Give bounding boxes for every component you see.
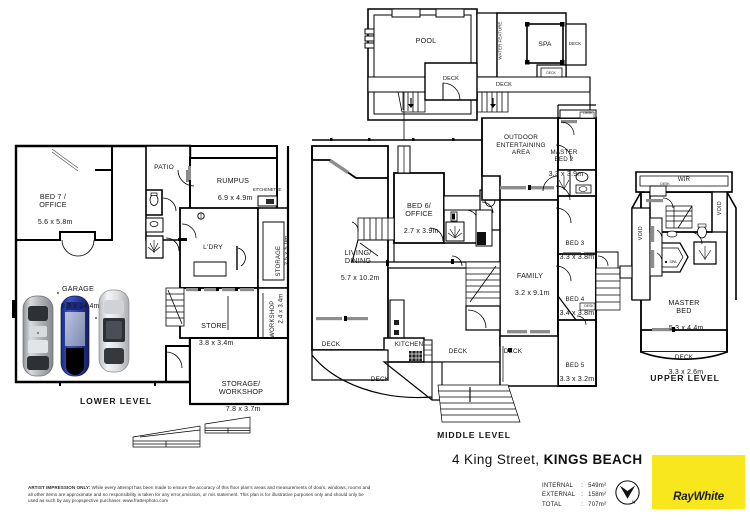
room-label-wir: WIR	[677, 177, 691, 183]
room-label-workshop-dim: 2.4 x 3.4m	[278, 293, 285, 324]
room-label-water-feature: WATER FEATURE	[497, 21, 503, 60]
room-label-family: FAMILY 3.2 x 9.1m	[514, 270, 550, 297]
area-label-total: TOTAL	[542, 501, 562, 508]
room-label-deck-southeast: DECK	[448, 348, 468, 355]
label-desk-bed4: DESK	[584, 304, 594, 308]
disclaimer-heading: ARTIST IMPRESSION ONLY:	[28, 485, 91, 490]
car-silver	[22, 295, 54, 377]
pool-area	[364, 8, 591, 140]
area-value-external: 158m²	[588, 492, 607, 499]
room-label-master-bed2: MASTER BED 2 3.3 x 3.9m	[548, 148, 584, 178]
room-label-bed6-office: BED 6/ OFFICE 2.7 x 3.9m	[403, 200, 439, 236]
disclaimer-text: ARTIST IMPRESSION ONLY: While every atte…	[28, 485, 373, 505]
lower-level-plan	[12, 144, 290, 448]
room-label-outdoor-entertaining: OUTDOOR ENTERTAINING AREA	[496, 134, 546, 157]
room-label-deck-spa-right: DECK	[568, 41, 582, 46]
room-label-deck-upper: DECK 3.3 x 2.6m	[668, 354, 704, 377]
room-label-storage-workshop: STORAGE/ WORKSHOP 7.8 x 3.7m	[218, 378, 264, 414]
car-white	[98, 289, 130, 373]
room-label-bed7-office: BED 7 / OFFICE 5.6 x 5.8m	[37, 191, 73, 227]
area-sep-total: :	[581, 501, 584, 508]
room-label-deck-west: DECK	[321, 341, 341, 348]
room-label-patio: PATIO	[154, 164, 174, 171]
room-label-kitchenette: KITCHENETTE	[252, 187, 282, 192]
raywhite-logo: RayWhite	[652, 455, 745, 509]
room-label-spa: SPA	[538, 41, 552, 48]
room-label-master-bed: MASTER BED 5.3 x 4.4m	[668, 297, 704, 333]
raywhite-logo-text: RayWhite	[673, 491, 724, 503]
room-label-deck-spa-small: DECK	[546, 71, 556, 75]
disclaimer-body: While every attempt has been made to ens…	[28, 485, 371, 504]
address-street: 4 King Street,	[452, 452, 544, 467]
area-sep-internal: :	[581, 483, 584, 489]
room-label-spa-upper: SPA	[669, 260, 677, 264]
area-row-external: EXTERNAL : 158m²	[542, 491, 606, 500]
compass-north-icon: N	[615, 480, 640, 505]
room-label-deck-family: DECK	[503, 348, 523, 355]
middle-level-plan	[311, 104, 621, 423]
area-summary: INTERNAL : 549m² EXTERNAL : 158m² TOTAL …	[542, 482, 606, 510]
room-label-bed4: BED 4 3.4 x 3.8m	[559, 295, 595, 318]
level-label-middle: MIDDLE LEVEL	[437, 430, 511, 440]
room-label-store: STORE 3.8 x 3.4m	[198, 320, 234, 347]
room-label-kitchen: KITCHEN	[394, 341, 424, 348]
area-value-total: 707m²	[588, 501, 607, 508]
room-label-bed5: BED 5 3.3 x 3.2m	[559, 361, 595, 384]
upper-level-plan	[619, 171, 737, 360]
room-label-deck-east: DECK	[496, 82, 512, 88]
area-row-internal: INTERNAL : 549m²	[542, 482, 606, 491]
address-suburb: KINGS BEACH	[543, 452, 643, 467]
svg-text:N: N	[632, 499, 635, 504]
room-label-deck-south: DECK	[370, 376, 390, 383]
car-blue	[60, 295, 90, 377]
room-label-garage: GARAGE 9.3 x 14.4m	[60, 283, 100, 310]
area-sep-external: :	[581, 492, 584, 499]
area-label-external: EXTERNAL	[542, 492, 576, 499]
level-label-lower: LOWER LEVEL	[80, 396, 152, 406]
room-label-pool: POOL	[415, 36, 437, 45]
label-desk-bed2: DESK	[583, 111, 593, 115]
room-label-laundry: L'DRY	[203, 244, 223, 251]
room-label-deck-main: DECK	[443, 76, 459, 82]
level-label-upper: UPPER LEVEL	[650, 373, 720, 383]
room-label-living-dining: LIVING/ DINING 5.7 x 10.2m	[340, 247, 380, 283]
room-label-rumpus: RUMPUS 6.9 x 4.9m	[216, 175, 253, 202]
area-label-internal: INTERNAL	[542, 483, 574, 489]
room-label-storage-dim: 2.5 x 5.0m	[284, 235, 291, 266]
area-row-total: TOTAL : 707m²	[542, 501, 606, 510]
room-label-void-left: VOID	[637, 226, 644, 241]
room-label-void-right: VOID	[716, 201, 723, 216]
room-label-bed3: BED 3 3.3 x 3.8m	[559, 239, 595, 262]
property-address: 4 King Street, KINGS BEACH	[452, 452, 642, 467]
label-desk-upper: DESK	[660, 182, 670, 186]
area-value-internal: 549m²	[588, 483, 607, 489]
